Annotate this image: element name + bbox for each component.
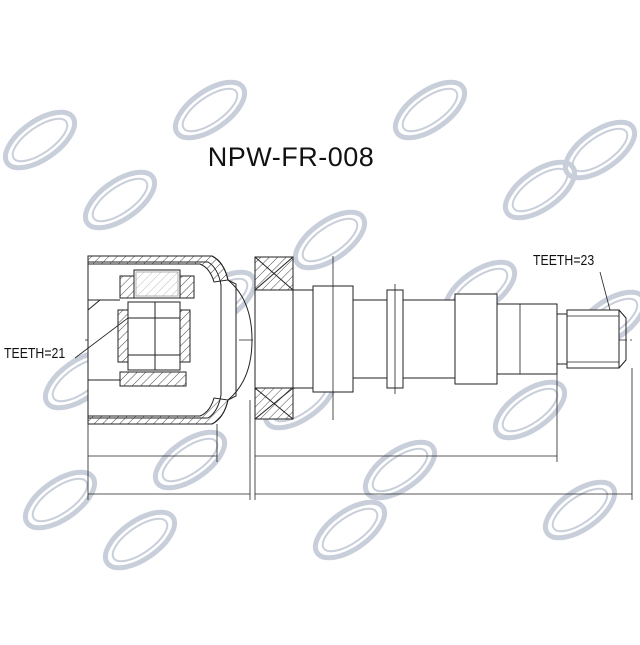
teeth-right-label: TEETH=23 <box>533 252 595 269</box>
teeth-left-label: TEETH=21 <box>4 345 66 362</box>
dimension-lines <box>74 271 633 500</box>
part-number-title: NPW-FR-008 <box>207 142 375 172</box>
shaft <box>292 256 627 420</box>
nut <box>254 256 294 420</box>
joint-housing <box>87 255 253 425</box>
